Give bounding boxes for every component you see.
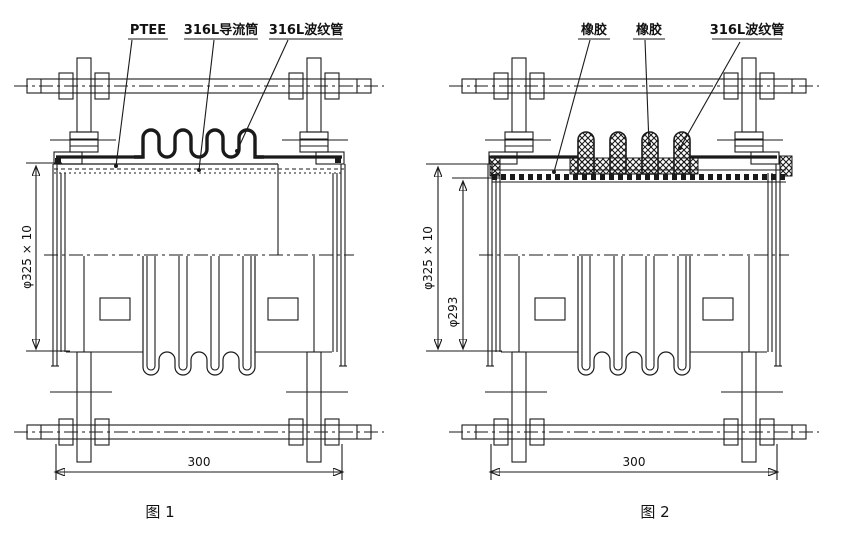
fig2-outer-diameter-label: φ325 × 10 [421, 226, 435, 290]
fig1-callout-bellows: 316L波纹管 [269, 22, 343, 38]
fig1-callout-flow-liner: 316L导流筒 [184, 22, 258, 38]
fig2-caption: 图 2 [640, 503, 669, 521]
fig2-length-label: 300 [623, 455, 646, 469]
fig1-callout-ptee: PTEE [130, 23, 166, 38]
figure-2: 橡胶 橡胶 316L波纹管 φ325 × 10 φ293 300 图 2 [421, 22, 819, 521]
fig2-leader-lines [552, 39, 741, 174]
fig2-callout-rubber-2: 橡胶 [636, 22, 662, 38]
figure-1: PTEE 316L导流筒 316L波纹管 φ325 × 10 300 图 1 [14, 22, 384, 521]
fig2-callout-bellows: 316L波纹管 [710, 22, 784, 38]
fig1-length-label: 300 [188, 455, 211, 469]
fig2-callouts: 橡胶 橡胶 316L波纹管 [552, 22, 784, 174]
fig2-callout-rubber-1: 橡胶 [581, 22, 607, 38]
fig1-diameter-label: φ325 × 10 [20, 225, 34, 289]
fig1-caption: 图 1 [145, 503, 174, 521]
fig1-callouts: PTEE 316L导流筒 316L波纹管 [114, 22, 343, 172]
fig2-inner-diameter-dimension: φ293 [446, 177, 500, 348]
fig2-rubber-lined-bellows [489, 131, 793, 183]
fig1-diameter-dimension: φ325 × 10 [20, 162, 70, 352]
fig2-inner-diameter-label: φ293 [446, 297, 460, 328]
fig2-outer-diameter-dimension: φ325 × 10 [421, 163, 502, 352]
fig1-ptfe-flow-liner [54, 158, 344, 255]
fig1-leader-lines [114, 39, 289, 172]
fig1-top-bellows [134, 128, 264, 159]
